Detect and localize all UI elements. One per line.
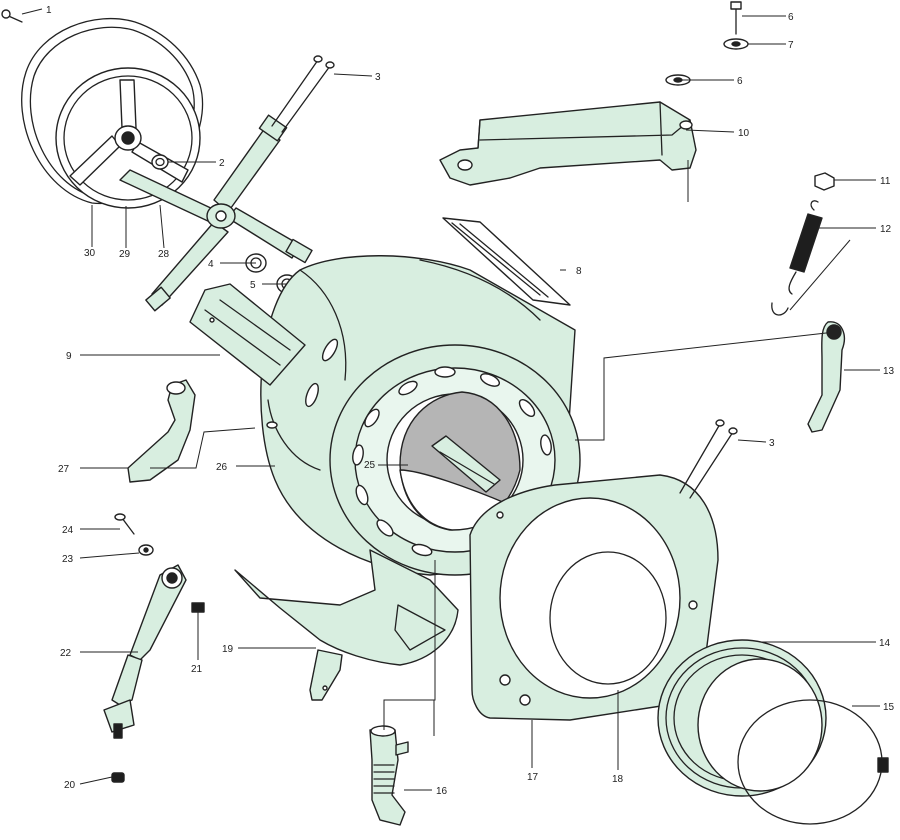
washer-23 [138,544,154,556]
lower-tub-shell [234,549,459,701]
callout-2: 2 [219,158,225,169]
pulley-wheel [55,67,201,209]
foil-panel [442,217,571,306]
callout-20: 20 [64,780,76,791]
callout-29: 29 [119,249,131,260]
screw-24 [114,513,135,535]
callout-15: 15 [883,702,895,713]
callout-25: 25 [364,460,376,471]
shock-absorber [103,564,187,739]
callout-5: 5 [250,280,256,291]
callout-18: 18 [612,774,624,785]
door-gasket [657,639,827,797]
bolts-upper [271,55,335,133]
callout-12: 12 [880,224,892,235]
callout-27: 27 [58,464,70,475]
drain-pipe [369,725,409,826]
washer-7 [723,38,749,50]
heater-element [127,379,196,483]
callout-21: 21 [191,664,203,675]
callout-23: 23 [62,554,74,565]
callout-8: 8 [576,266,582,277]
callout-4: 4 [208,259,214,270]
callout-7: 7 [788,40,794,51]
callout-1: 1 [46,5,52,16]
front-panel [469,474,719,721]
callout-10: 10 [738,128,750,139]
counterweight [439,101,697,186]
callout-30: 30 [84,248,96,259]
bearing-bracket [189,283,306,386]
callout-6-washer: 6 [737,76,743,87]
callout-11: 11 [880,176,891,187]
spring-hook [771,302,789,316]
bolt-8 [730,1,742,35]
cap-20 [111,772,125,783]
bushing-21 [191,602,205,630]
callout-14: 14 [879,638,891,649]
callout-labels: 1 2 3 3 4 5 6 6 7 8 9 10 11 12 13 14 15 … [46,5,895,797]
clamp-ring [737,699,889,825]
tub-ring-slots [352,366,552,557]
callout-3-upper: 3 [375,72,381,83]
callout-13: 13 [883,366,895,377]
callout-28: 28 [158,249,170,260]
leader-lines [21,8,880,791]
callout-3-lower: 3 [769,438,775,449]
callout-22: 22 [60,648,72,659]
callout-24: 24 [62,525,74,536]
drum-cross-spider [119,114,313,312]
callout-6-top: 6 [788,12,794,23]
nut-11 [814,172,835,191]
screw-1 [1,9,23,23]
callout-26: 26 [216,462,228,473]
callout-17: 17 [527,772,539,783]
seal-ring-2 [151,154,169,170]
callout-19: 19 [222,644,234,655]
callout-16: 16 [436,786,448,797]
callout-9: 9 [66,351,72,362]
hose-13 [807,321,846,433]
suspension-spring [788,200,823,295]
bolts-lower [679,419,738,499]
